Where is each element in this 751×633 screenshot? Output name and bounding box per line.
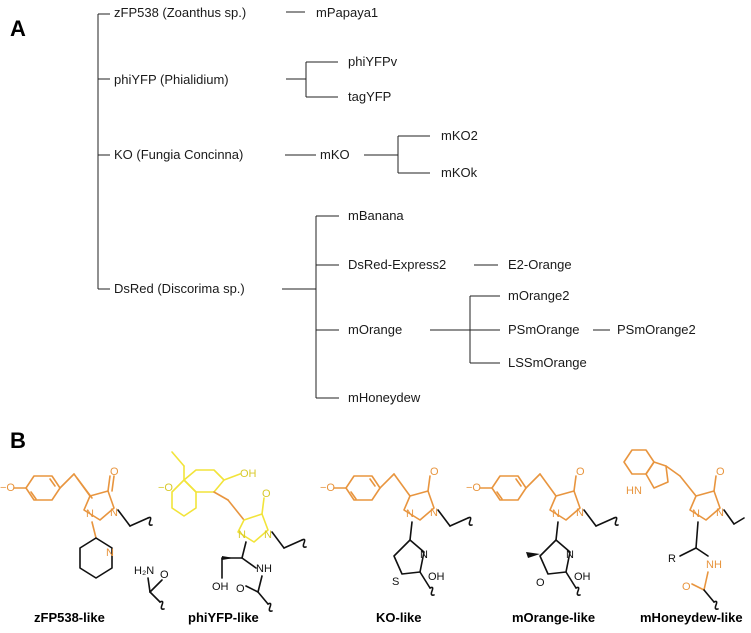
svg-text:N: N [264, 529, 272, 541]
svg-text:O: O [682, 581, 691, 593]
svg-text:N: N [576, 507, 584, 519]
svg-text:NH: NH [256, 563, 272, 575]
svg-text:N: N [238, 529, 246, 541]
tree-labels: zFP538 (Zoanthus sp.) mPapaya1 phiYFP (P… [114, 5, 696, 405]
caption-phiyfp-like: phiYFP-like [188, 610, 259, 625]
node-ko: KO (Fungia Concinna) [114, 147, 243, 162]
node-mpapaya1: mPapaya1 [316, 5, 378, 20]
svg-text:O: O [430, 466, 439, 478]
caption-morange-like: mOrange-like [512, 610, 595, 625]
node-mko: mKO [320, 147, 350, 162]
svg-text:N: N [86, 508, 94, 520]
svg-text:O: O [576, 466, 585, 478]
svg-text:N: N [552, 508, 560, 520]
node-dsred: DsRed (Discorima sp.) [114, 281, 245, 296]
node-e2orange: E2-Orange [508, 257, 572, 272]
svg-text:−O: −O [320, 482, 335, 494]
svg-text:N: N [420, 549, 428, 561]
structure-zfp538-like: −O O N N N H₂N O [0, 466, 169, 610]
svg-text:−O: −O [466, 482, 481, 494]
svg-text:S: S [392, 576, 399, 588]
node-tagyfp: tagYFP [348, 89, 391, 104]
svg-text:N: N [406, 508, 414, 520]
node-zfp538: zFP538 (Zoanthus sp.) [114, 5, 246, 20]
o-minus-label: −O [0, 482, 15, 494]
svg-text:−O: −O [158, 482, 173, 494]
structure-ko-like: −O O N N N S OH [320, 466, 473, 596]
svg-text:N: N [566, 549, 574, 561]
panel-a-label: A [10, 16, 26, 41]
svg-text:O: O [236, 583, 245, 595]
node-morange: mOrange [348, 322, 402, 337]
node-dsredexpress2: DsRed-Express2 [348, 257, 446, 272]
node-mbanana: mBanana [348, 208, 404, 223]
node-phiyfpv: phiYFPv [348, 54, 398, 69]
caption-ko-like: KO-like [376, 610, 422, 625]
svg-text:O: O [160, 569, 169, 581]
svg-text:O: O [262, 488, 271, 500]
svg-text:O: O [536, 577, 545, 589]
svg-text:HN: HN [626, 485, 642, 497]
structure-morange-like: −O O N N N O OH [466, 466, 619, 596]
svg-text:N: N [430, 507, 438, 519]
svg-text:N: N [110, 507, 118, 519]
panel-b-label: B [10, 428, 26, 453]
node-mhoneydew: mHoneydew [348, 390, 421, 405]
svg-text:OH: OH [574, 571, 591, 583]
structure-phiyfp-like: OH −O O N N OH NH O [158, 451, 307, 612]
svg-text:N: N [692, 508, 700, 520]
node-morange2: mOrange2 [508, 288, 569, 303]
svg-text:N: N [716, 507, 724, 519]
node-psmorange: PSmOrange [508, 322, 580, 337]
node-lssmorange: LSSmOrange [508, 355, 587, 370]
node-mkok: mKOk [441, 165, 478, 180]
svg-text:R: R [668, 553, 676, 565]
svg-text:NH: NH [706, 559, 722, 571]
svg-text:OH: OH [428, 571, 445, 583]
phylogenetic-tree [97, 11, 610, 399]
svg-text:O: O [110, 466, 119, 478]
node-psmorange2: PSmOrange2 [617, 322, 696, 337]
svg-text:H₂N: H₂N [134, 565, 154, 577]
svg-text:OH: OH [212, 581, 229, 593]
structure-mhoneydew-like: HN O N N R NH O [623, 449, 745, 610]
caption-mhoneydew-like: mHoneydew-like [640, 610, 743, 625]
caption-zfp538-like: zFP538-like [34, 610, 105, 625]
svg-text:O: O [716, 466, 725, 478]
node-mko2: mKO2 [441, 128, 478, 143]
svg-text:N: N [106, 547, 114, 559]
node-phiyfp: phiYFP (Phialidium) [114, 72, 229, 87]
svg-text:OH: OH [240, 468, 257, 480]
